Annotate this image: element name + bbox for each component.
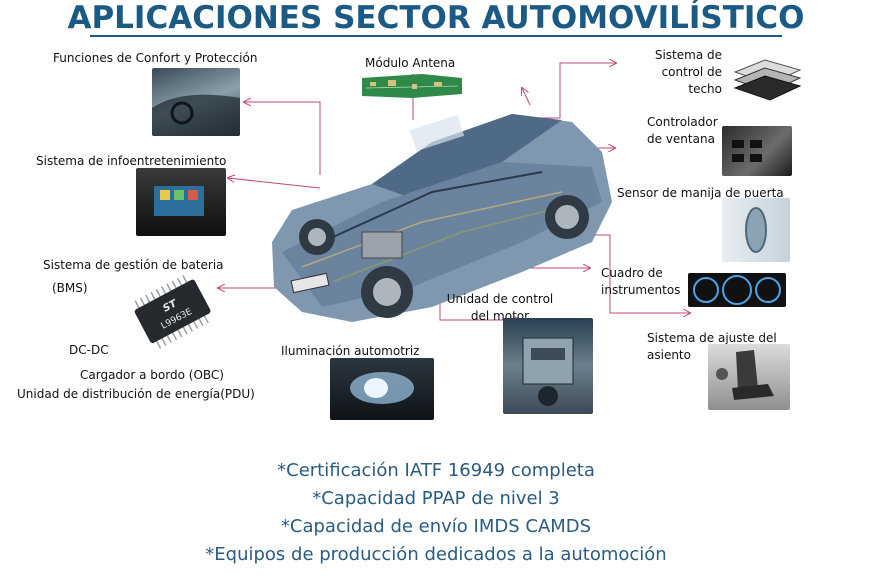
line-motor-up	[522, 88, 531, 106]
label-cuadro: Cuadro de instrumentos	[601, 266, 681, 297]
page-title: APLICACIONES SECTOR AUTOMOVILÍSTICO	[67, 0, 805, 36]
label-pdu: Unidad de distribución de energía(PDU)	[17, 387, 255, 401]
label-manija: Sensor de manija de puerta	[617, 186, 784, 200]
seat-adjust-image	[708, 344, 790, 410]
label-iluminacion: Iluminación automotriz	[281, 344, 420, 358]
label-asiento: Sistema de ajuste del asiento	[647, 331, 777, 362]
line-infoent	[228, 178, 321, 189]
automotive-lighting-image	[330, 358, 434, 420]
label-ventana: Controlador de ventana	[647, 115, 718, 146]
window-controller-image	[722, 126, 792, 176]
bms-chip: ST L9963E	[124, 270, 222, 350]
note-equipos: *Equipos de producción dedicados a la au…	[205, 544, 667, 565]
car-illustration	[272, 114, 612, 322]
thumb-interior-image	[152, 68, 240, 136]
label-techo: Sistema de control de techo	[654, 48, 722, 96]
label-dcdc: DC-DC	[69, 343, 109, 357]
label-infoentretenimiento: Sistema de infoentretenimiento	[36, 154, 227, 168]
roof-control-image	[720, 52, 805, 104]
door-handle-sensor-image	[722, 198, 790, 262]
engine-control-image	[503, 318, 593, 414]
instrument-cluster-image	[688, 273, 786, 307]
infotainment-image	[136, 168, 226, 236]
note-ppap: *Capacidad PPAP de nivel 3	[312, 488, 560, 509]
note-iatf: *Certificación IATF 16949 completa	[277, 460, 595, 481]
label-obc: Cargador a bordo (OBC)	[80, 368, 224, 382]
antenna-module-image	[362, 72, 462, 100]
title-underline	[90, 35, 782, 37]
label-antena: Módulo Antena	[365, 56, 456, 70]
label-bateria: Sistema de gestión de bateria	[43, 258, 224, 272]
line-confort	[244, 102, 321, 175]
note-imds: *Capacidad de envío IMDS CAMDS	[280, 516, 592, 537]
label-bms: (BMS)	[52, 281, 88, 295]
line-techo	[540, 63, 616, 119]
label-confort: Funciones de Confort y Protección	[53, 51, 258, 65]
